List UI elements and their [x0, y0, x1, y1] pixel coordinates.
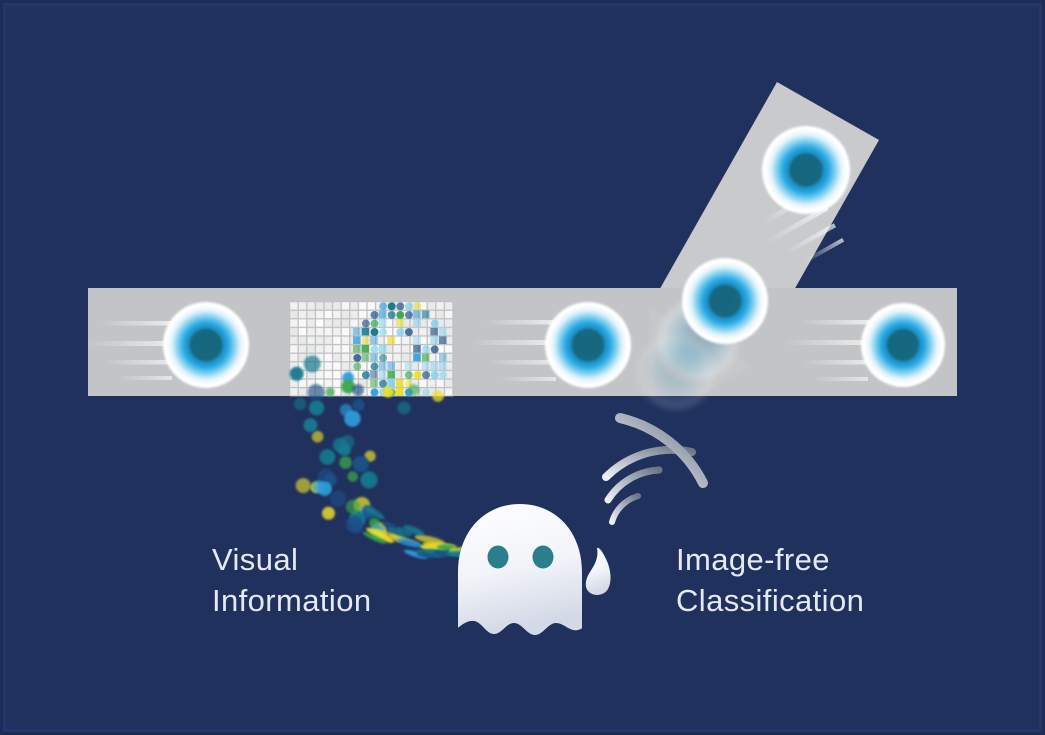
trail-group-cell-6: [786, 320, 874, 381]
cell-5-diagonal: [762, 126, 850, 214]
caption-visual-information: Visual Information: [212, 542, 372, 618]
signal-arc-4: [615, 413, 708, 488]
cell-6: [861, 303, 945, 387]
signal-arc-2: [604, 466, 663, 504]
classification-signal-arcs: [602, 413, 708, 525]
trail-group-cell-1: [88, 321, 178, 380]
cell-3: [545, 302, 631, 388]
signal-arc-1: [609, 493, 641, 525]
cell-2-pixelated-mosaic: [353, 302, 448, 397]
cell-4-junction: [682, 258, 768, 344]
cell-motion-trails: [88, 320, 874, 381]
cells-group: [163, 126, 945, 388]
ghost-hand: [585, 547, 611, 595]
ghost-body: [458, 504, 582, 635]
cell-1: [163, 302, 249, 388]
caption-image-free-classification: Image-free Classification: [676, 542, 865, 618]
ghost-eye-right: [532, 545, 554, 569]
ghost-eye-left: [487, 545, 509, 569]
ghost-mascot: [458, 504, 611, 635]
cell-echo-far: [638, 334, 714, 410]
visual-information-particle-stream: [289, 355, 484, 559]
trail-group-cell-3: [470, 320, 562, 381]
